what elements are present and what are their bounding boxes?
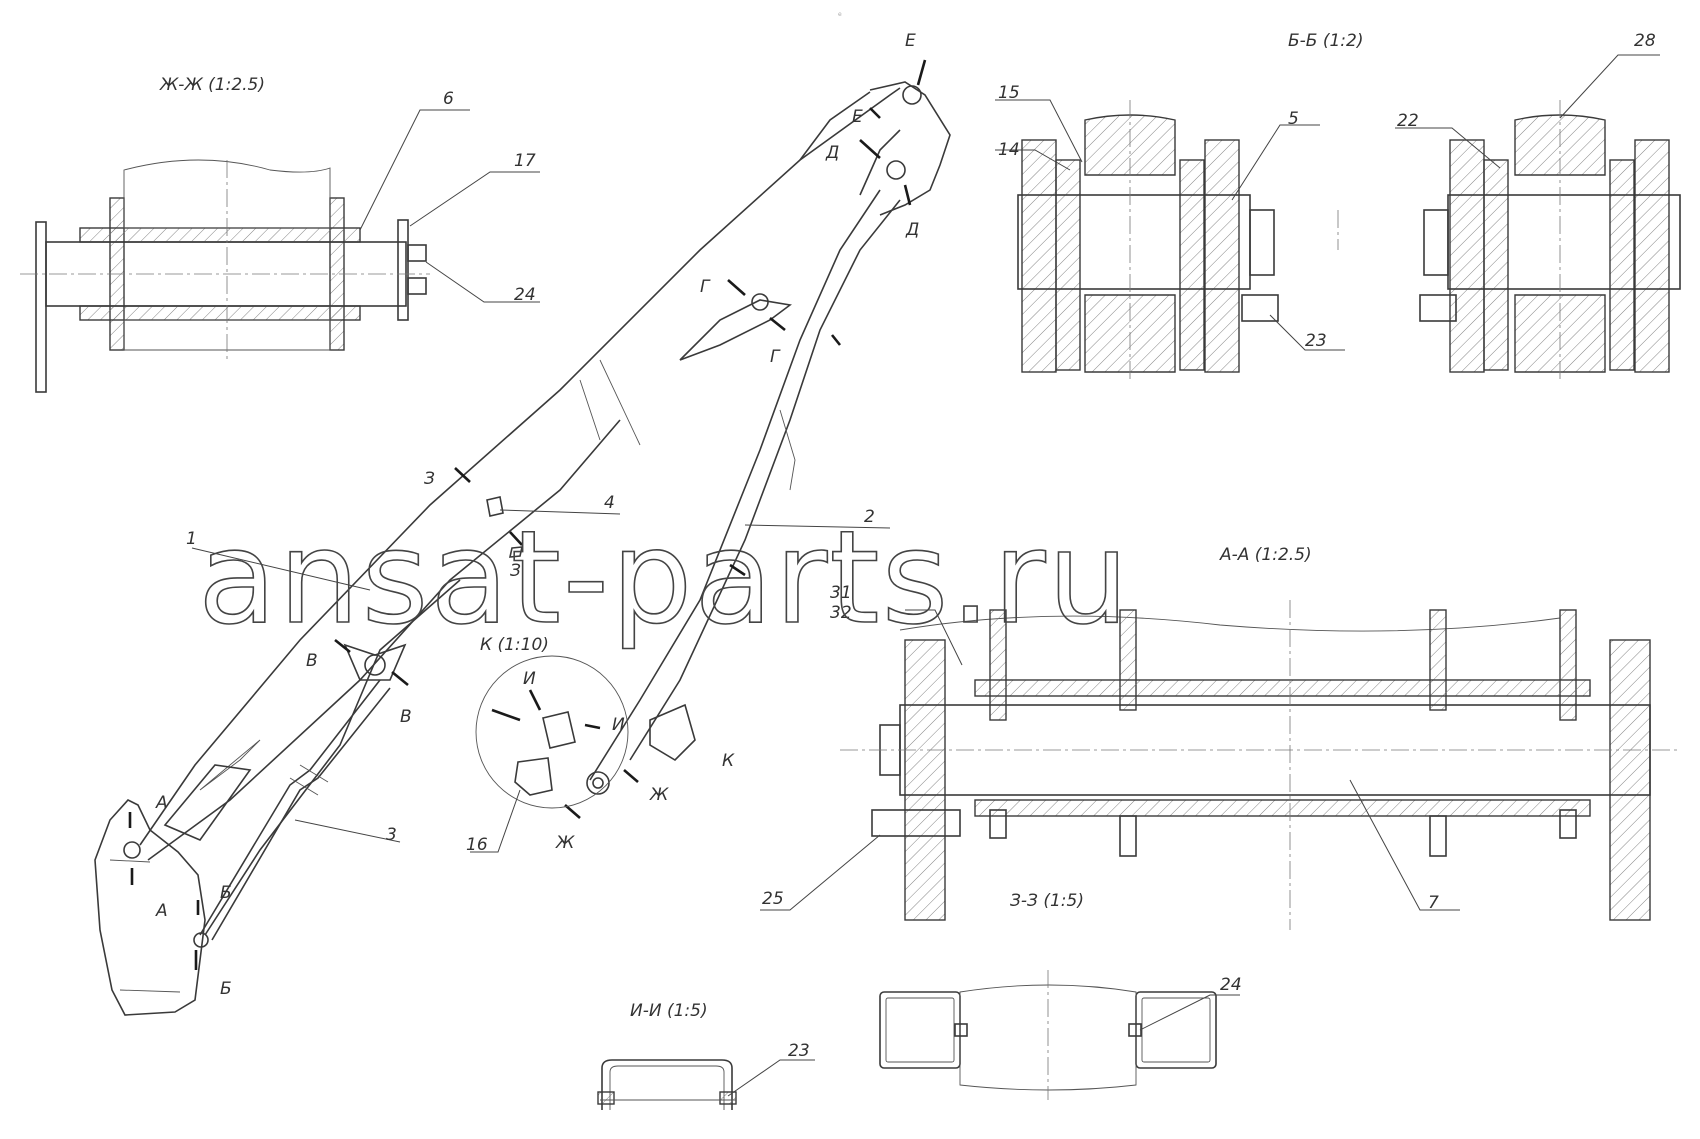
part-number-p23a: 23 xyxy=(1305,331,1327,351)
part-number-p2: 2 xyxy=(864,507,875,527)
part-number-p17: 17 xyxy=(514,151,536,171)
cut-letter-zh: Ж xyxy=(555,833,575,853)
part-number-p22: 22 xyxy=(1397,111,1419,131)
cut-letter-v: В xyxy=(306,651,318,671)
view-k-title: К (1:10) xyxy=(480,635,549,655)
cut-letter-v: В xyxy=(400,707,412,727)
section-zh-zh: Ж-Ж (1:2.5) 6 17 24 xyxy=(20,75,540,393)
part-number-p6: 6 xyxy=(443,89,454,109)
part-number-p7: 7 xyxy=(1428,893,1439,913)
part-number-p3: 3 xyxy=(386,825,397,845)
cut-letter-e: Е xyxy=(905,31,916,51)
part-number-p25: 25 xyxy=(762,889,784,909)
section-a-a: А-А (1:2.5) 31 32 7 25 xyxy=(760,545,1680,930)
part-number-p28: 28 xyxy=(1634,31,1656,51)
cut-letter-g: Г xyxy=(700,277,711,297)
cut-letter-z: З xyxy=(424,469,435,489)
cut-letter-b: Б xyxy=(220,883,232,903)
cut-letter-i: И xyxy=(523,669,536,689)
section-i-i-title: И-И (1:5) xyxy=(630,1001,708,1021)
part-number-p16: 16 xyxy=(466,835,488,855)
cut-letter-g: Г xyxy=(770,347,781,367)
cut-letter-i: И xyxy=(612,715,625,735)
section-i-i: И-И (1:5) 23 xyxy=(597,1001,815,1110)
cut-letters: Е Е Д Д Г Г З З В В А А Б Б Ж Ж К xyxy=(155,31,919,999)
part-number-p24a: 24 xyxy=(514,285,536,305)
cut-letter-a: А xyxy=(155,793,168,813)
boom-leaders: 1 2 3 4 xyxy=(186,493,891,845)
cut-letter-zh: Ж xyxy=(649,785,669,805)
watermark: ansat-parts.ru xyxy=(198,504,1131,653)
section-zh-zh-title: Ж-Ж (1:2.5) xyxy=(159,75,265,95)
view-k: К (1:10) И И 16 xyxy=(466,635,629,855)
section-a-a-title: А-А (1:2.5) xyxy=(1219,545,1312,565)
part-number-p23b: 23 xyxy=(788,1041,810,1061)
cut-letter-e: Е xyxy=(852,107,863,127)
part-number-p31: 31 xyxy=(830,583,852,603)
part-number-p24b: 24 xyxy=(1220,975,1242,995)
part-number-p14: 14 xyxy=(998,140,1020,160)
part-number-p32: 32 xyxy=(830,603,852,623)
section-z-z: З-З (1:5) 24 xyxy=(879,891,1242,1100)
cut-letter-b: Б xyxy=(220,979,232,999)
part-number-p4: 4 xyxy=(604,493,615,513)
section-b-b: Б-Б (1:2) 14 15 5 23 28 xyxy=(995,31,1681,380)
section-markers xyxy=(128,59,927,970)
section-b-b-title: Б-Б (1:2) xyxy=(1288,31,1364,51)
cut-letter-d: Д xyxy=(825,143,839,163)
section-z-z-title: З-З (1:5) xyxy=(1010,891,1084,911)
part-number-p1: 1 xyxy=(186,529,197,549)
cut-letter-k: К xyxy=(722,751,735,771)
header-mark: e xyxy=(838,11,842,18)
cut-letter-z: З xyxy=(510,561,521,581)
part-number-p5: 5 xyxy=(1288,109,1299,129)
cut-letter-d: Д xyxy=(905,220,919,240)
part-number-p15: 15 xyxy=(998,83,1020,103)
cut-letter-a: А xyxy=(155,901,168,921)
